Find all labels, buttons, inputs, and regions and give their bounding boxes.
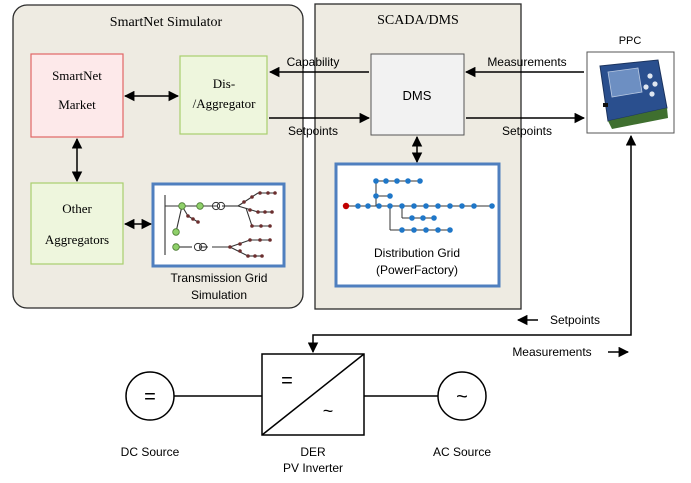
setpoints-lower-label: Setpoints	[550, 313, 600, 327]
ac-source[interactable]: ~	[437, 371, 487, 421]
inverter-dc-symbol: =	[281, 370, 293, 392]
ac-source-label: AC Source	[433, 445, 491, 459]
other-label-line2: Aggregators	[45, 232, 109, 247]
inverter-diagonal	[261, 353, 365, 436]
pv-inverter[interactable]: = ~	[261, 353, 365, 436]
ac-source-symbol: ~	[456, 386, 468, 408]
ppc-label: PPC	[619, 35, 642, 47]
inverter-ac-symbol: ~	[323, 401, 334, 421]
distribution-grid-box[interactable]: Distribution Grid (PowerFactory)	[334, 162, 501, 288]
transmission-label-line1: Transmission Grid	[171, 271, 268, 285]
other-label-line1: Other	[62, 201, 92, 216]
dc-source-symbol: =	[144, 386, 156, 408]
setpoints-right-label: Setpoints	[502, 124, 552, 138]
ppc-inverter-link	[307, 134, 637, 354]
dms-box[interactable]: DMS	[370, 53, 465, 136]
aggregator-label-line1: Dis-	[213, 76, 235, 91]
distribution-label-line2: (PowerFactory)	[376, 263, 458, 277]
transmission-label-line2: Simulation	[191, 288, 247, 302]
distribution-label-line1: Distribution Grid	[374, 246, 460, 260]
transmission-grid-image	[151, 182, 286, 268]
setpoints-left-label: Setpoints	[288, 124, 338, 138]
slack-node	[342, 202, 350, 210]
market-label-line2: Market	[58, 97, 96, 112]
capability-label: Capability	[287, 55, 340, 69]
dms-label: DMS	[403, 88, 432, 103]
other-aggregators-box[interactable]: Other Aggregators	[30, 182, 124, 265]
measurements-top-label: Measurements	[487, 55, 566, 69]
smartnet-title: SmartNet Simulator	[110, 15, 223, 30]
ppc-device[interactable]	[586, 51, 675, 134]
market-label-line1: SmartNet	[52, 68, 102, 83]
aggregator-box[interactable]: Dis- /Aggregator	[179, 55, 268, 135]
aggregator-label-line2: /Aggregator	[193, 96, 256, 111]
scada-title: SCADA/DMS	[377, 13, 459, 28]
dc-source[interactable]: =	[125, 371, 175, 421]
inverter-label-line1: DER	[300, 445, 326, 459]
dc-source-label: DC Source	[121, 445, 180, 459]
smartnet-market-box[interactable]: SmartNet Market	[30, 53, 124, 138]
inverter-label-line2: PV Inverter	[283, 461, 343, 475]
measurements-lower-label: Measurements	[512, 345, 591, 359]
